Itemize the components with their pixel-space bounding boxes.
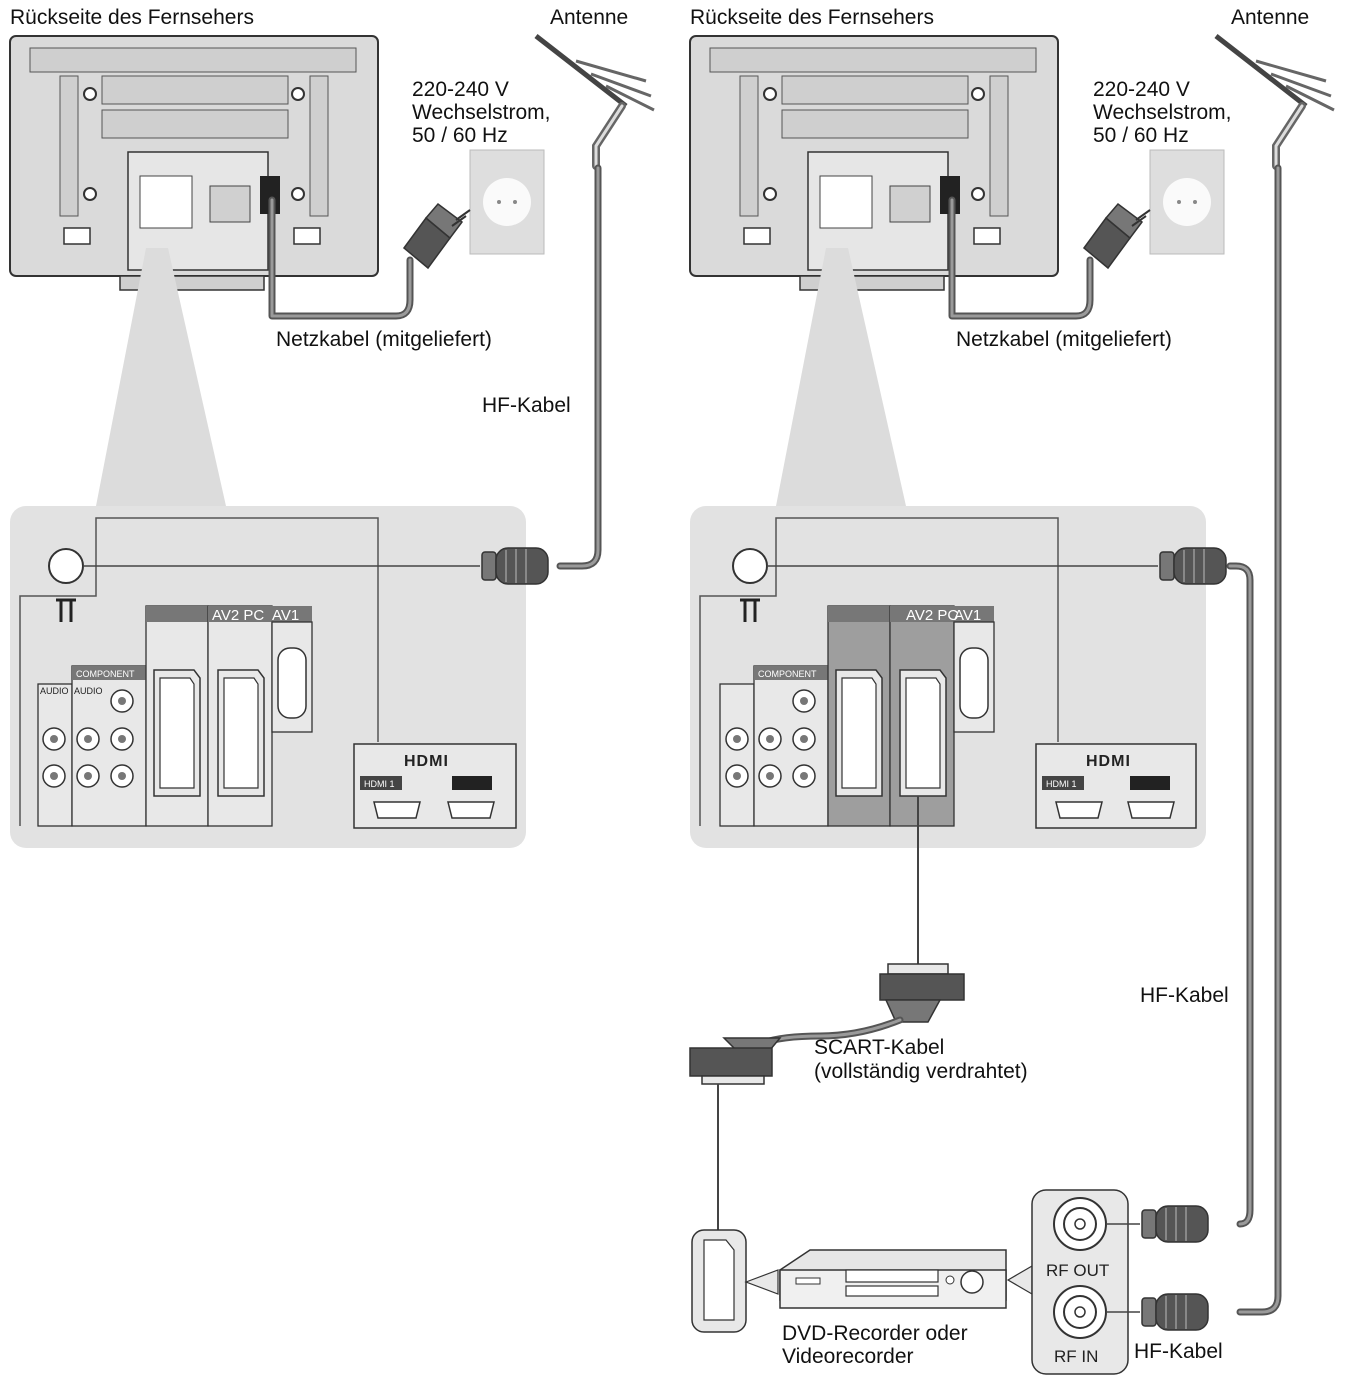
dvd-recorder-icon	[779, 1249, 1007, 1309]
scart-plug-lower-icon	[689, 1037, 782, 1085]
rf-cable-label-bottom: HF-Kabel	[1134, 1340, 1223, 1363]
pc-vga-socket-right	[959, 647, 989, 719]
antenna-input-jack-right	[732, 548, 768, 584]
audio-out-label-left: AUDIO	[40, 686, 69, 696]
hdmi1-port-right	[1055, 801, 1103, 819]
av1-scart-socket-left	[153, 669, 201, 797]
hdmi2-port-right	[1127, 801, 1175, 819]
power-plug-icon-left	[403, 203, 471, 269]
antenna-symbol-icon-right	[740, 598, 760, 622]
av2-scart-socket-right	[899, 669, 947, 797]
av-header-label-left: AV2 PC	[212, 607, 264, 624]
rf-out-plug-icon	[1141, 1205, 1209, 1243]
recorder-scart-socket-icon	[703, 1239, 735, 1321]
pc-vga-socket-left	[277, 647, 307, 719]
hdmi1-label-left: HDMI 1	[364, 779, 395, 789]
power-spec-right-1: 220-240 V	[1093, 78, 1190, 101]
rf-out-label: RF OUT	[1046, 1261, 1109, 1280]
hdmi-logo-left: HDMI	[404, 753, 449, 770]
antenna-symbol-icon-left	[56, 598, 76, 622]
hdmi1-port-left	[373, 801, 421, 819]
hdmi-logo-right: HDMI	[1086, 753, 1131, 770]
av1-label-left: AV1	[272, 607, 299, 624]
left-diagram: Rückseite des Fernsehers Antenne 220-240…	[9, 6, 654, 848]
wall-socket-icon-right	[1149, 149, 1225, 255]
rf-cable-antenna-to-recorder	[1236, 164, 1282, 1316]
tv-rear-illustration-left	[9, 35, 379, 291]
antenna-icon-right	[1216, 36, 1334, 166]
av-header-label-right: AV2 PC	[906, 607, 958, 624]
recorder-label-2: Videorecorder	[782, 1345, 914, 1368]
tv-back-label-right: Rückseite des Fernsehers	[690, 6, 934, 29]
rf-plug-icon-left	[481, 547, 549, 585]
hdmi2-port-left	[447, 801, 495, 819]
hdmi1-label-right: HDMI 1	[1046, 779, 1077, 789]
rf-plug-icon-right	[1159, 547, 1227, 585]
wall-socket-icon-left	[469, 149, 545, 255]
power-spec-left-3: 50 / 60 Hz	[412, 124, 508, 147]
av2-scart-socket-left	[217, 669, 265, 797]
antenna-label-left: Antenne	[550, 6, 628, 29]
rf-cable-label-right: HF-Kabel	[1140, 984, 1229, 1007]
rf-cable-recorder-to-tv	[1226, 562, 1254, 1228]
power-spec-left-1: 220-240 V	[412, 78, 509, 101]
power-plug-icon-right	[1083, 203, 1151, 269]
scart-plug-upper-icon	[879, 963, 965, 1023]
tv-back-label-left: Rückseite des Fernsehers	[10, 6, 254, 29]
rf-in-label: RF IN	[1054, 1347, 1098, 1366]
tv-rear-illustration-right	[689, 35, 1059, 291]
right-diagram: Rückseite des Fernsehers Antenne 220-240…	[689, 6, 1334, 1375]
power-cable-label-left: Netzkabel (mitgeliefert)	[276, 328, 492, 351]
power-cable-label-right: Netzkabel (mitgeliefert)	[956, 328, 1172, 351]
zoom-beam-right	[776, 248, 906, 506]
rf-cable-left	[556, 164, 602, 570]
antenna-icon-left	[536, 36, 654, 166]
antenna-label-right: Antenne	[1231, 6, 1309, 29]
rf-in-plug-icon	[1141, 1293, 1209, 1331]
av1-scart-socket-right	[835, 669, 883, 797]
power-spec-left-2: Wechselstrom,	[412, 101, 550, 124]
power-spec-right-2: Wechselstrom,	[1093, 101, 1231, 124]
audio-in-label-left: AUDIO	[74, 686, 103, 696]
av1-label-right: AV1	[954, 607, 981, 624]
antenna-input-jack-left	[48, 548, 84, 584]
rf-cable-label-left: HF-Kabel	[482, 394, 571, 417]
recorder-label-1: DVD-Recorder oder	[782, 1322, 968, 1345]
scart-cable-label-2: (vollständig verdrahtet)	[814, 1060, 1028, 1083]
zoom-beam-left	[96, 248, 226, 506]
scart-cable-label-1: SCART-Kabel	[814, 1036, 944, 1059]
power-spec-right-3: 50 / 60 Hz	[1093, 124, 1189, 147]
component-label-right: COMPONENT	[758, 669, 817, 679]
component-label-left: COMPONENT	[76, 669, 135, 679]
